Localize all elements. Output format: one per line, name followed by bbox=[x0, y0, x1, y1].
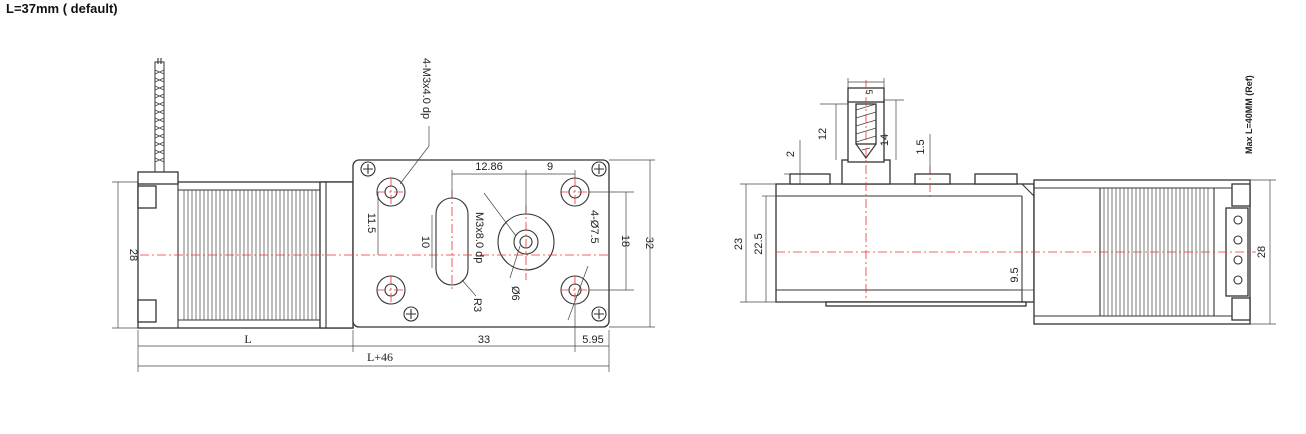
note-hole-diameter: 4-Ø7.5 bbox=[588, 210, 600, 244]
side-view: 5 12 14 2 1.5 23 22.5 bbox=[733, 75, 1276, 325]
dim-2: 2 bbox=[785, 151, 797, 157]
note-slot-radius: R3 bbox=[471, 298, 483, 312]
dim-9: 9 bbox=[547, 161, 553, 173]
corner-screw-icon bbox=[591, 306, 607, 322]
dim-1-5: 1.5 bbox=[915, 139, 927, 154]
dim-14: 14 bbox=[879, 134, 891, 146]
gearbox-side bbox=[775, 80, 1035, 307]
dim-5-95: 5.95 bbox=[582, 334, 603, 346]
corner-screw-icon bbox=[591, 161, 607, 177]
note-max-length: Max L=40MM (Ref) bbox=[1244, 75, 1254, 154]
motor-cable bbox=[154, 58, 165, 173]
dim-18: 18 bbox=[619, 235, 631, 247]
dim-10: 10 bbox=[419, 236, 431, 248]
dim-motor-height: 28 bbox=[127, 249, 139, 261]
dim-12: 12 bbox=[817, 128, 829, 140]
dim-23: 23 bbox=[733, 238, 745, 250]
dim-9-5: 9.5 bbox=[1009, 267, 1021, 282]
corner-screw-icon bbox=[403, 306, 419, 322]
front-view: 28 L L+46 33 5.95 12.86 9 bbox=[112, 58, 655, 372]
dim-11-5: 11.5 bbox=[365, 213, 377, 234]
dim-22-5: 22.5 bbox=[753, 233, 765, 254]
default-length-caption: L=37mm ( default) bbox=[6, 1, 118, 16]
dim-length-L: L bbox=[244, 332, 251, 346]
stepper-motor-side bbox=[776, 179, 1256, 325]
note-mounting-thread: 4-M3x4.0 dp bbox=[420, 58, 432, 119]
dim-32: 32 bbox=[643, 237, 655, 249]
dim-motor-height-side: 28 bbox=[1256, 246, 1268, 258]
dim-33: 33 bbox=[478, 334, 490, 346]
dim-12-86: 12.86 bbox=[475, 161, 503, 173]
dim-total-length: L+46 bbox=[367, 350, 393, 364]
side-dimensions: 5 12 14 2 1.5 23 22.5 bbox=[733, 75, 1276, 325]
note-center-thread: M3x8.0 dp bbox=[473, 212, 485, 263]
note-shaft-diameter: Ø6 bbox=[509, 286, 521, 301]
dim-5: 5 bbox=[864, 89, 874, 94]
front-dimensions: 28 L L+46 33 5.95 12.86 9 bbox=[112, 58, 655, 372]
stepper-motor-body bbox=[137, 171, 354, 329]
corner-screw-icon bbox=[360, 161, 376, 177]
